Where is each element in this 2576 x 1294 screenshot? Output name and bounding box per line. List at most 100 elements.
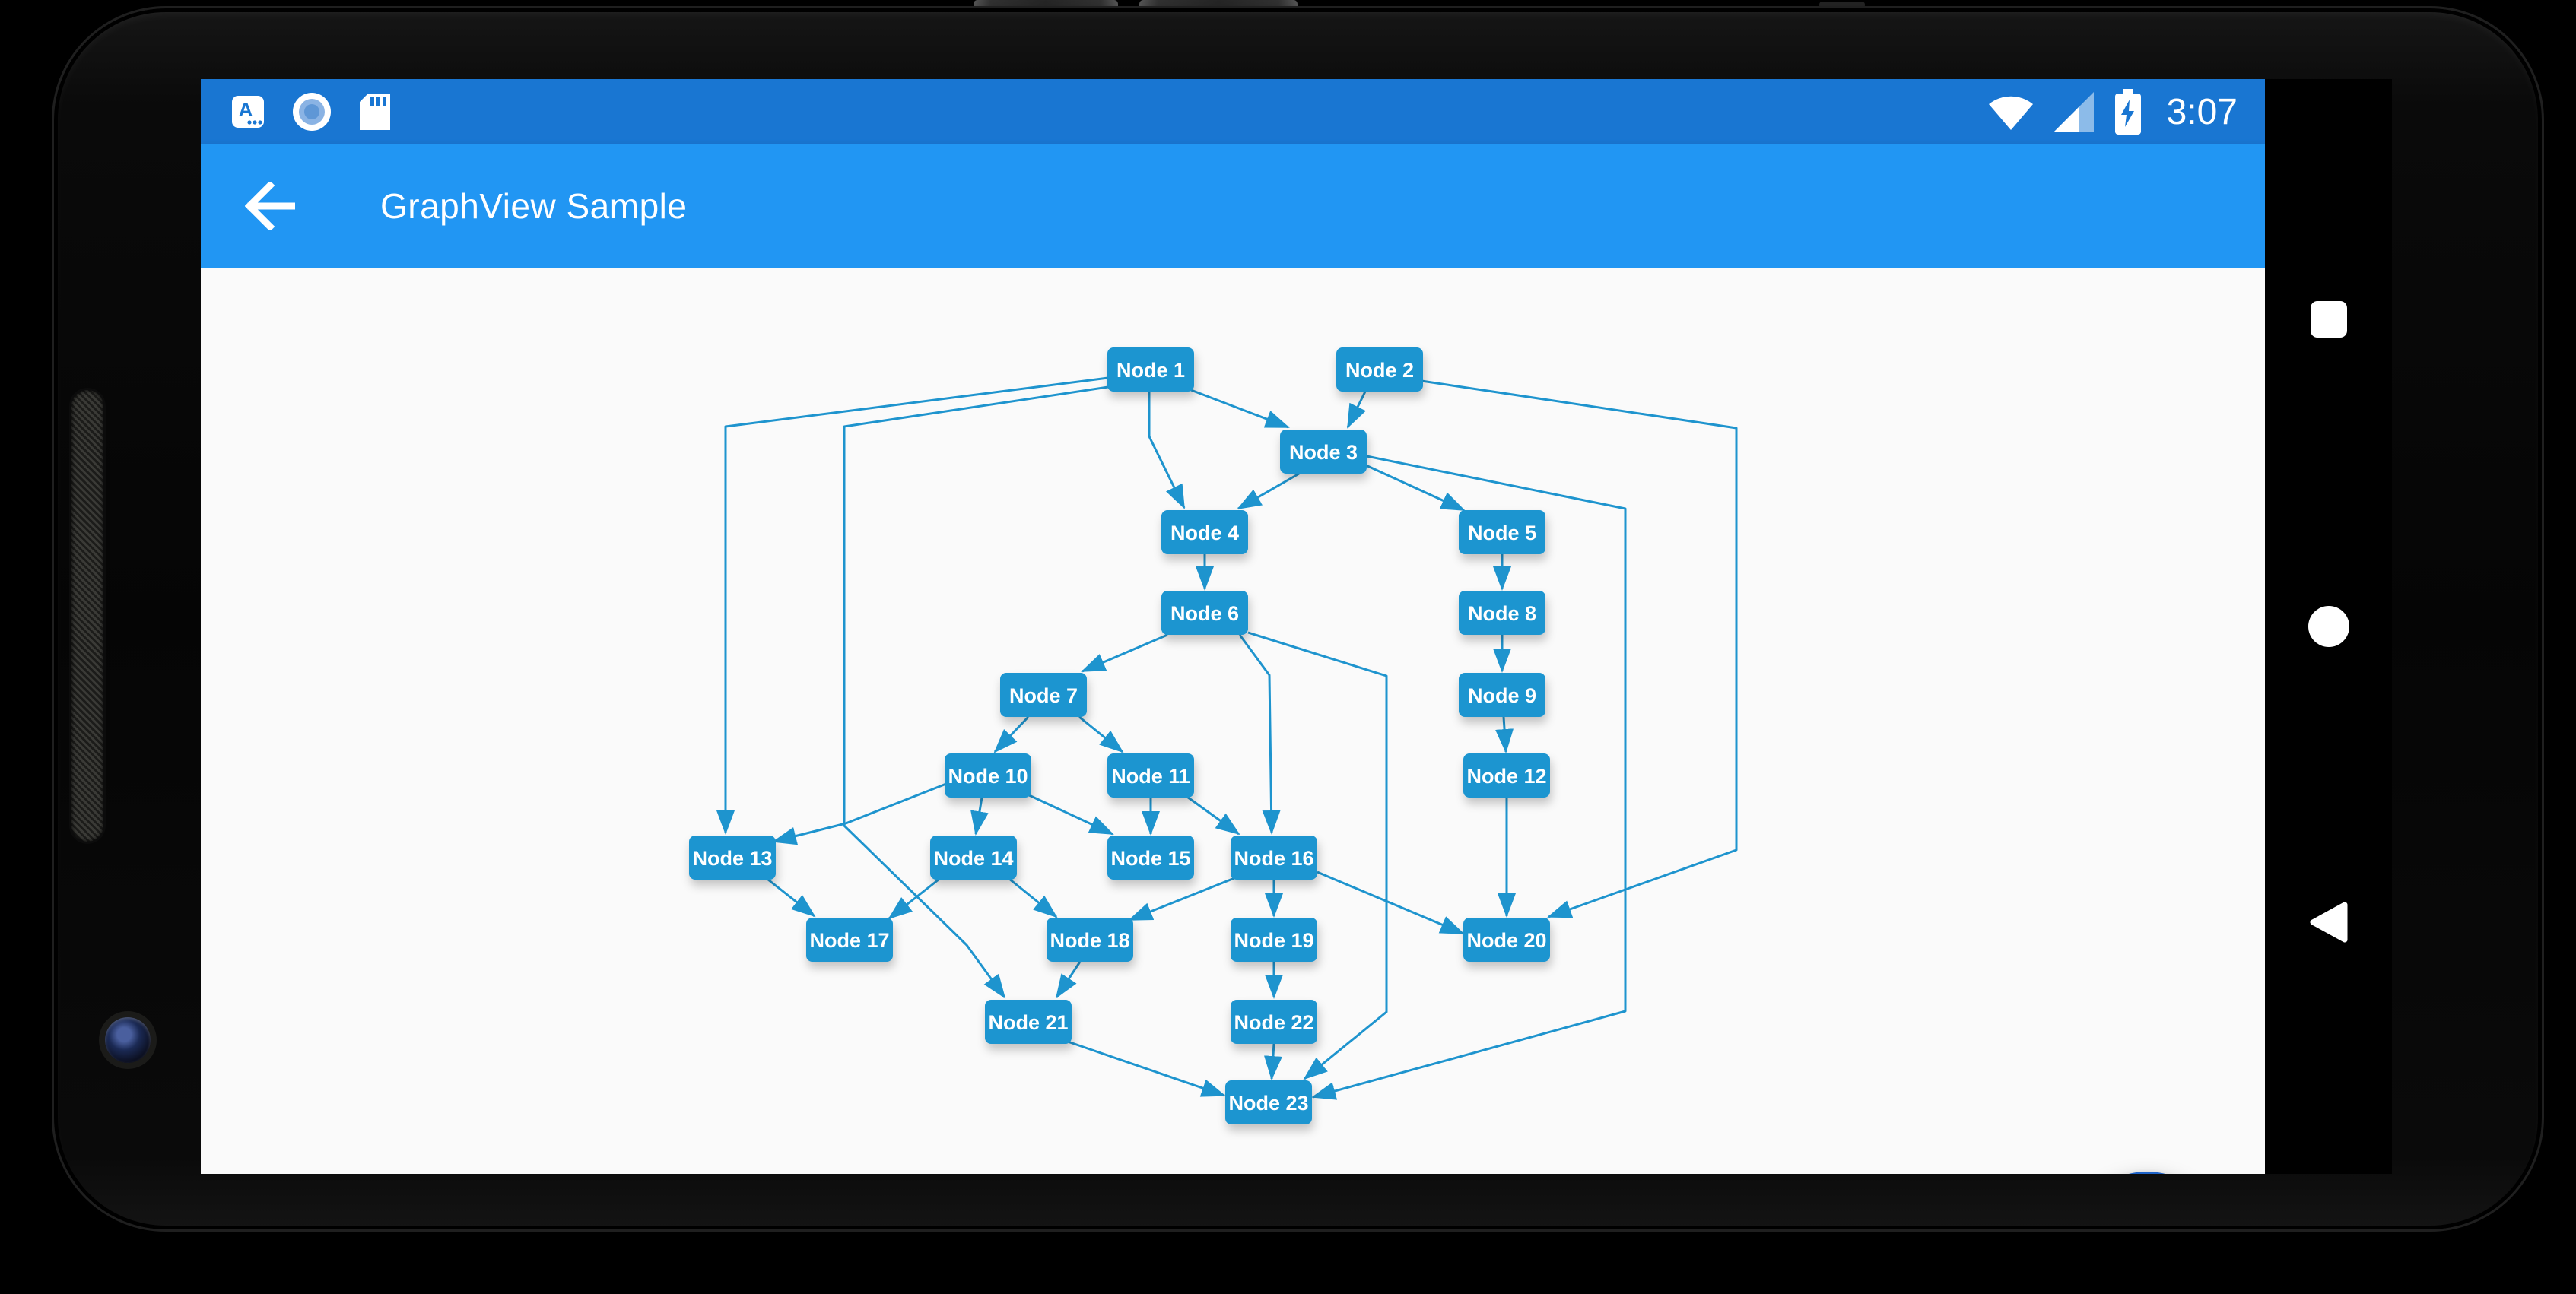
graph-node-node-19[interactable]: Node 19 bbox=[1231, 918, 1317, 962]
status-notification-icons: A bbox=[231, 79, 391, 144]
node-box[interactable] bbox=[1107, 753, 1194, 798]
node-label: Node 5 bbox=[1468, 522, 1536, 544]
graph-node-node-18[interactable]: Node 18 bbox=[1047, 918, 1133, 962]
edge-node10-node15 bbox=[1027, 793, 1114, 836]
node-box[interactable] bbox=[1231, 836, 1317, 880]
node-label: Node 9 bbox=[1468, 684, 1536, 707]
edge-node1-node21 bbox=[843, 385, 1109, 999]
node-box[interactable] bbox=[1463, 918, 1550, 962]
graph-node-node-11[interactable]: Node 11 bbox=[1107, 753, 1194, 798]
node-box[interactable] bbox=[1280, 430, 1367, 474]
graph-node-node-13[interactable]: Node 13 bbox=[689, 836, 776, 880]
graph-node-node-6[interactable]: Node 6 bbox=[1161, 591, 1248, 635]
node-box[interactable] bbox=[1459, 673, 1545, 717]
edge-node3-node23 bbox=[1311, 455, 1627, 1100]
graph-view: Node 1 Node 2 Node 3 Node 4 Node 5 Node 6 Node… bbox=[689, 347, 1738, 1124]
back-arrow-button[interactable] bbox=[245, 182, 295, 230]
edge-node7-node11 bbox=[1078, 715, 1124, 753]
edge-node3-node5 bbox=[1365, 464, 1466, 512]
edge-node1-node13 bbox=[716, 376, 1109, 835]
graph-node-node-23[interactable]: Node 23 bbox=[1225, 1080, 1312, 1124]
edge-node11-node16 bbox=[1184, 794, 1240, 836]
node-label: Node 1 bbox=[1116, 359, 1185, 382]
node-box[interactable] bbox=[1459, 591, 1545, 635]
graph-node-node-8[interactable]: Node 8 bbox=[1459, 591, 1545, 635]
graph-node-node-17[interactable]: Node 17 bbox=[806, 918, 893, 962]
graph-node-node-15[interactable]: Node 15 bbox=[1107, 836, 1194, 880]
status-system-icons: 3:07 bbox=[1987, 79, 2238, 144]
node-box[interactable] bbox=[945, 753, 1031, 798]
graph-canvas[interactable]: Node 1 Node 2 Node 3 Node 4 Node 5 Node 6 Node… bbox=[201, 268, 2265, 1174]
graph-node-node-10[interactable]: Node 10 bbox=[945, 753, 1031, 798]
battery-charging-icon bbox=[2114, 89, 2141, 135]
edge-node16-node20 bbox=[1317, 871, 1465, 935]
node-box[interactable] bbox=[1000, 673, 1087, 717]
node-box[interactable] bbox=[806, 918, 893, 962]
home-circle-icon bbox=[2308, 606, 2349, 647]
graph-node-node-1[interactable]: Node 1 bbox=[1107, 347, 1194, 392]
node-box[interactable] bbox=[689, 836, 776, 880]
edge-node1-node3 bbox=[1190, 389, 1290, 429]
node-label: Node 17 bbox=[809, 929, 889, 952]
edge-node22-node23 bbox=[1263, 1043, 1282, 1080]
edge-node10-node14 bbox=[970, 797, 989, 836]
node-label: Node 22 bbox=[1234, 1011, 1313, 1034]
node-label: Node 3 bbox=[1289, 441, 1358, 464]
node-box[interactable] bbox=[985, 1000, 1072, 1044]
node-label: Node 16 bbox=[1234, 847, 1313, 870]
node-label: Node 15 bbox=[1110, 847, 1190, 870]
graph-node-node-12[interactable]: Node 12 bbox=[1463, 753, 1550, 798]
page-title: GraphView Sample bbox=[380, 186, 688, 226]
back-triangle-icon bbox=[2310, 902, 2347, 943]
graph-node-node-22[interactable]: Node 22 bbox=[1231, 1000, 1317, 1044]
android-nav-bar bbox=[2265, 79, 2392, 1174]
graph-node-node-16[interactable]: Node 16 bbox=[1231, 836, 1317, 880]
node-label: Node 11 bbox=[1111, 765, 1190, 788]
back-nav-button[interactable] bbox=[2265, 877, 2392, 968]
graph-node-node-4[interactable]: Node 4 bbox=[1161, 510, 1248, 554]
graph-node-node-20[interactable]: Node 20 bbox=[1463, 918, 1550, 962]
edge-node9-node12 bbox=[1495, 716, 1514, 753]
app-bar: GraphView Sample bbox=[201, 144, 2265, 268]
edge-node6-node16 bbox=[1238, 634, 1281, 835]
edge-node6-node23 bbox=[1247, 631, 1388, 1080]
node-label: Node 10 bbox=[948, 765, 1028, 788]
node-box[interactable] bbox=[1161, 591, 1248, 635]
node-box[interactable] bbox=[1463, 753, 1550, 798]
graph-node-node-21[interactable]: Node 21 bbox=[985, 1000, 1072, 1044]
node-box[interactable] bbox=[1225, 1080, 1312, 1124]
graph-node-node-2[interactable]: Node 2 bbox=[1336, 347, 1423, 392]
node-box[interactable] bbox=[1336, 347, 1423, 392]
node-box[interactable] bbox=[1231, 1000, 1317, 1044]
home-button[interactable] bbox=[2265, 581, 2392, 672]
front-camera bbox=[105, 1017, 151, 1063]
graph-node-node-5[interactable]: Node 5 bbox=[1459, 510, 1545, 554]
add-node-fab[interactable]: + bbox=[2073, 1172, 2221, 1174]
graph-node-node-9[interactable]: Node 9 bbox=[1459, 673, 1545, 717]
graph-node-node-3[interactable]: Node 3 bbox=[1280, 430, 1367, 474]
node-box[interactable] bbox=[1047, 918, 1133, 962]
node-box[interactable] bbox=[1161, 510, 1248, 554]
speaker-grille bbox=[71, 390, 103, 842]
node-box[interactable] bbox=[1107, 347, 1194, 392]
cell-signal-icon bbox=[2053, 92, 2094, 132]
node-label: Node 19 bbox=[1234, 929, 1313, 952]
graph-node-node-7[interactable]: Node 7 bbox=[1000, 673, 1087, 717]
edge-node6-node7 bbox=[1081, 633, 1168, 673]
node-label: Node 6 bbox=[1170, 602, 1239, 625]
node-label: Node 13 bbox=[692, 847, 772, 870]
overview-button[interactable] bbox=[2265, 274, 2392, 365]
graph-node-node-14[interactable]: Node 14 bbox=[930, 836, 1017, 880]
edge-node1-node4 bbox=[1148, 392, 1186, 509]
edge-node16-node18 bbox=[1128, 877, 1235, 921]
node-box[interactable] bbox=[930, 836, 1017, 880]
sd-card-icon bbox=[360, 94, 390, 130]
node-label: Node 23 bbox=[1228, 1092, 1308, 1115]
node-box[interactable] bbox=[1231, 918, 1317, 962]
antenna-nub bbox=[1819, 2, 1865, 8]
node-box[interactable] bbox=[1107, 836, 1194, 880]
status-bar: A bbox=[201, 79, 2265, 144]
edge-node10-node13 bbox=[772, 782, 947, 845]
node-box[interactable] bbox=[1459, 510, 1545, 554]
